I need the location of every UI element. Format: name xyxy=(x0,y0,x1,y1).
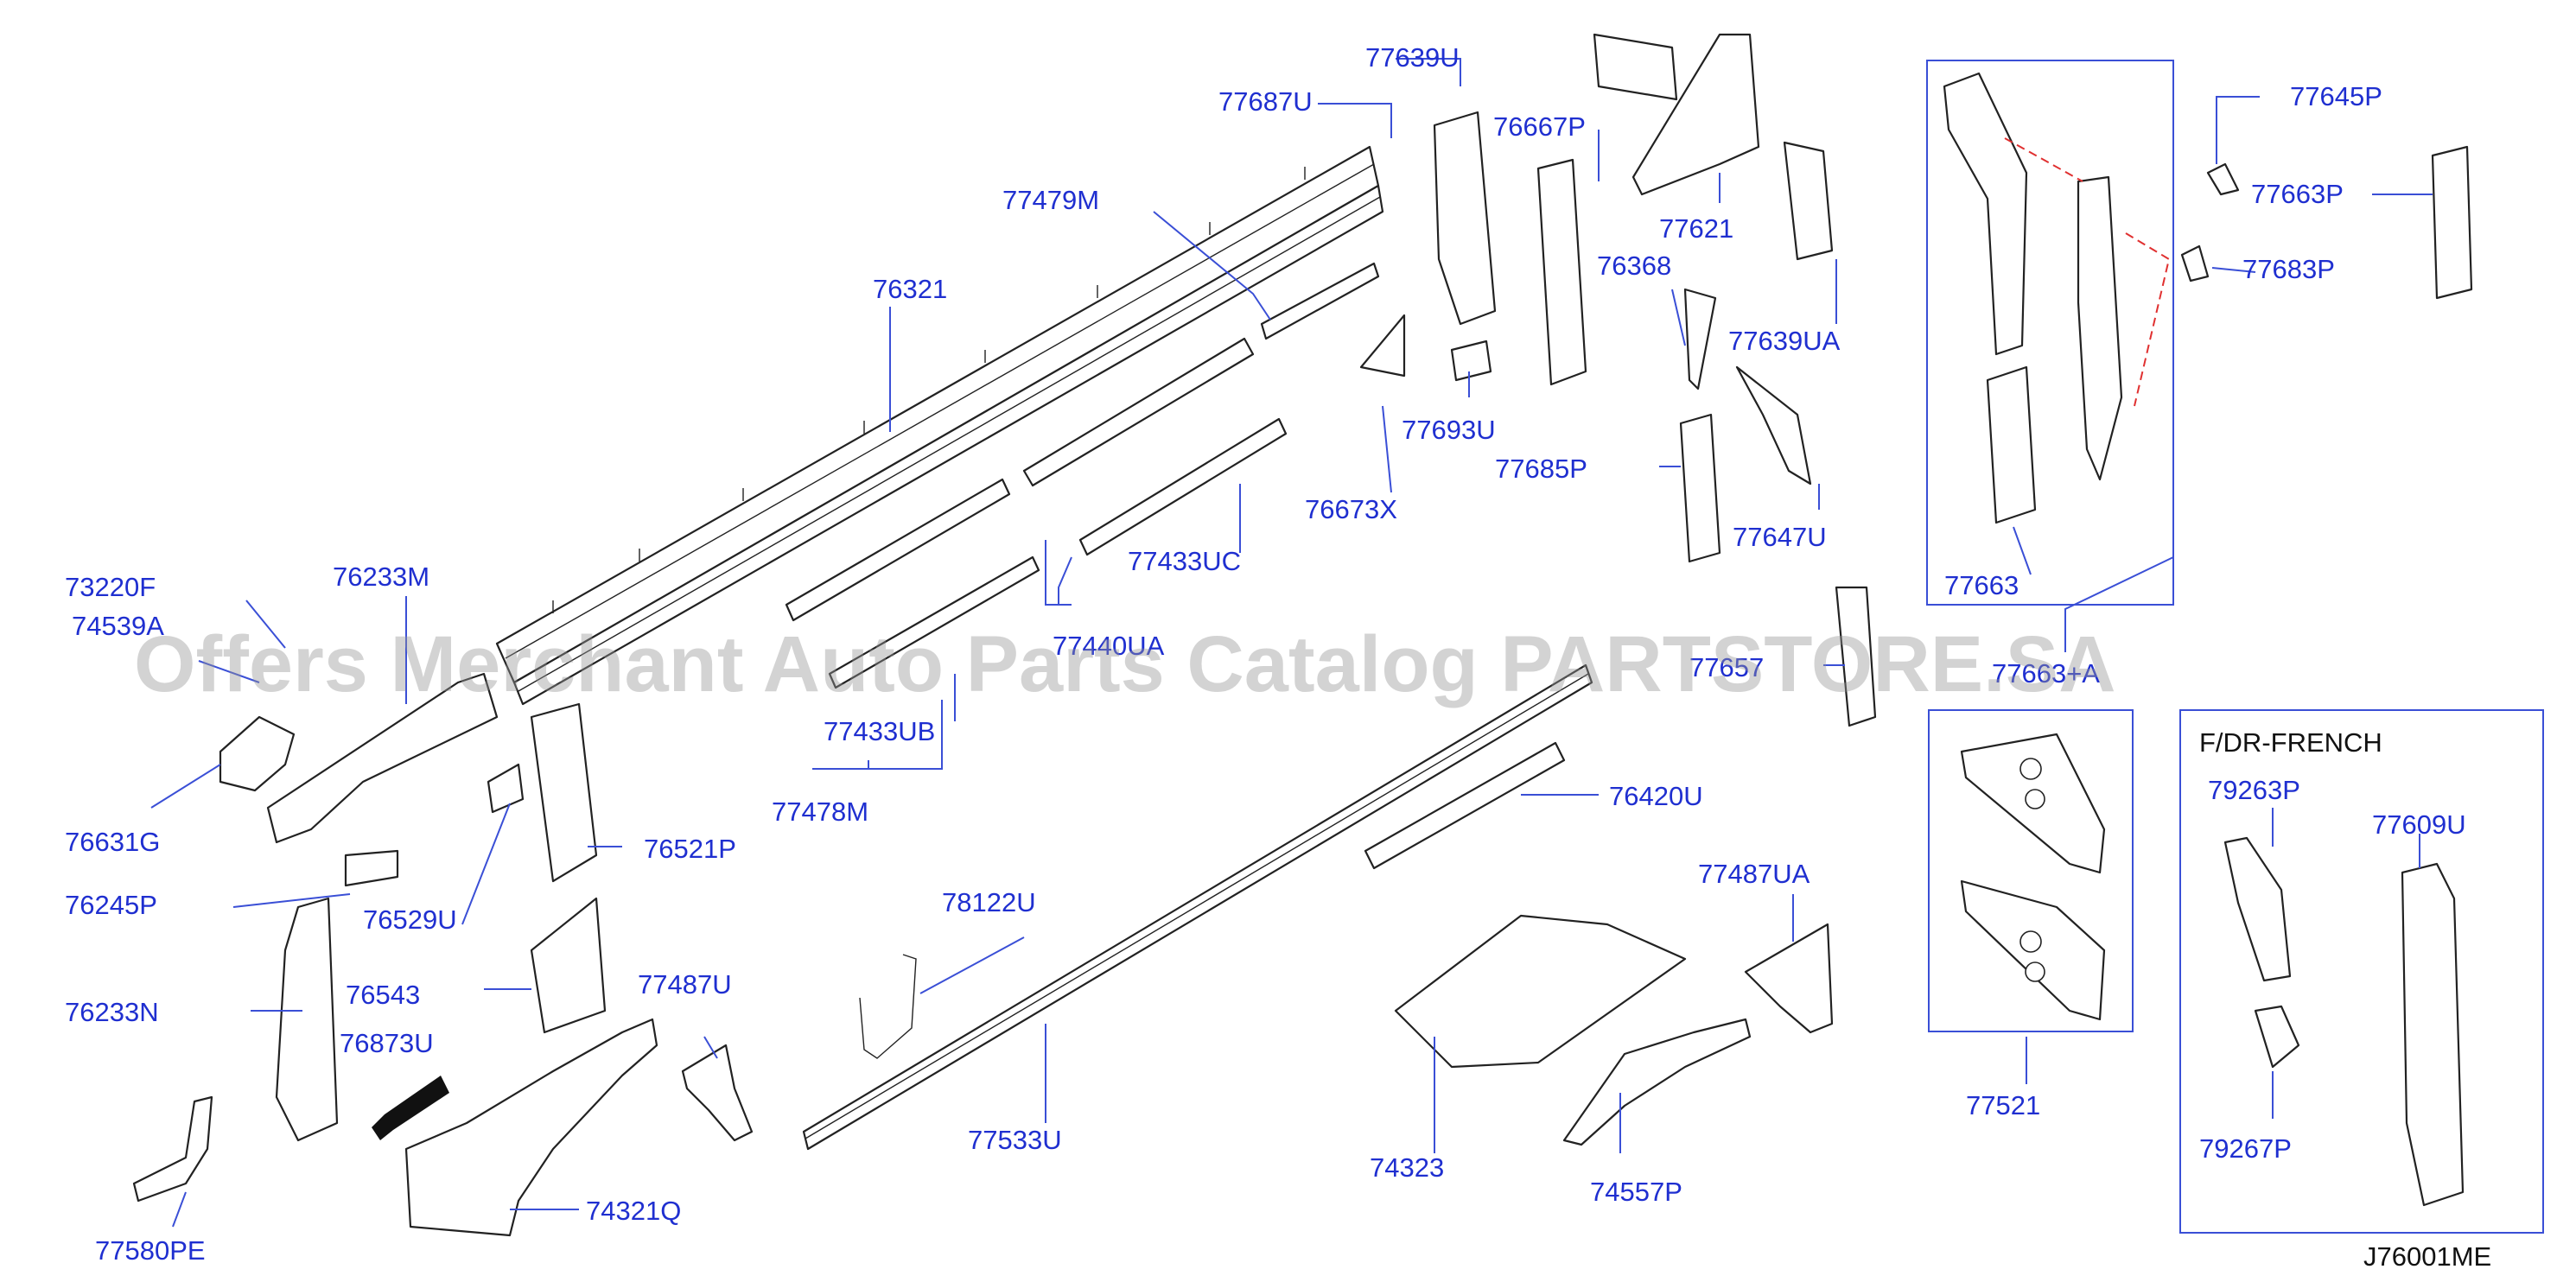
french-door-bracket-part xyxy=(2254,1005,2300,1069)
watermark: Offers Merchant Auto Parts Catalog PARTS… xyxy=(134,620,2116,708)
floor-member-part xyxy=(1562,1018,1752,1146)
rear-pillar-inner-part xyxy=(1943,72,2028,356)
label-76873U: 76873U xyxy=(340,1028,434,1058)
label-76667P: 76667P xyxy=(1493,111,1586,142)
label-77683P: 77683P xyxy=(2242,254,2335,284)
label-77657: 77657 xyxy=(1689,652,1764,682)
group-box-77663 xyxy=(1926,60,2174,606)
pillar-patch-part xyxy=(487,763,525,814)
label-77533U: 77533U xyxy=(968,1125,1062,1155)
pillar-plate-part xyxy=(1683,288,1717,390)
label-77440UA: 77440UA xyxy=(1053,631,1165,661)
label-74321Q: 74321Q xyxy=(586,1196,681,1226)
small-bracket-part xyxy=(344,849,399,887)
clip-part-77683P xyxy=(2180,244,2210,282)
label-76420U: 76420U xyxy=(1609,781,1703,811)
label-77433UB: 77433UB xyxy=(824,716,935,746)
clip-part-77645P xyxy=(2206,162,2240,196)
group-box-77521 xyxy=(1928,709,2134,1032)
label-77687U: 77687U xyxy=(1218,86,1313,117)
label-76673X: 76673X xyxy=(1305,494,1397,524)
inset-title: F/DR-FRENCH xyxy=(2199,727,2382,758)
sill-inner-part xyxy=(1364,741,1566,870)
label-77433UC: 77433UC xyxy=(1128,546,1241,576)
c-pillar-strip-part xyxy=(1679,413,1721,563)
label-78122U: 78122U xyxy=(942,887,1036,917)
end-bracket-part xyxy=(2431,145,2473,300)
upper-bracket-part xyxy=(1593,33,1678,101)
label-77645P: 77645P xyxy=(2290,81,2382,111)
angled-bracket-part xyxy=(1735,365,1812,486)
rear-pillar-reinforcement-part xyxy=(1986,365,2037,524)
rear-pillar-outer-part xyxy=(2077,175,2123,481)
label-77647U: 77647U xyxy=(1733,522,1827,552)
label-77487UA: 77487UA xyxy=(1698,859,1810,889)
label-76321: 76321 xyxy=(873,274,947,304)
center-pillar-inner-part xyxy=(1433,111,1497,326)
label-76368: 76368 xyxy=(1597,251,1671,281)
label-77621: 77621 xyxy=(1659,213,1733,244)
label-76245P: 76245P xyxy=(65,890,157,920)
label-73220F: 73220F xyxy=(65,572,156,602)
label-77639U: 77639U xyxy=(1365,42,1460,73)
label-77487U: 77487U xyxy=(638,969,732,1000)
roof-rail-reinforcement-part xyxy=(1260,262,1380,340)
label-77478M: 77478M xyxy=(772,796,868,827)
label-79267P: 79267P xyxy=(2199,1133,2292,1164)
label-74323: 74323 xyxy=(1370,1152,1444,1183)
label-76543: 76543 xyxy=(346,980,420,1010)
label-74557P: 74557P xyxy=(1590,1177,1682,1207)
label-76521P: 76521P xyxy=(644,834,736,864)
inset-box-french xyxy=(2179,709,2544,1234)
fit-link xyxy=(2004,137,2171,407)
sill-outer-part xyxy=(802,663,1593,1151)
label-77663P: 77663P xyxy=(2251,179,2344,209)
cowl-bracket-part xyxy=(219,715,296,792)
label-77685P: 77685P xyxy=(1495,454,1587,484)
label-74539A: 74539A xyxy=(72,611,164,641)
french-door-pillar-part xyxy=(2401,862,2465,1207)
side-bracket-part xyxy=(1783,141,1834,261)
label-77663A: 77663+A xyxy=(1992,658,2100,689)
label-76233N: 76233N xyxy=(65,997,159,1027)
label-76529U: 76529U xyxy=(363,904,457,935)
center-pillar-lower-part xyxy=(530,897,607,1034)
mount-bracket-part xyxy=(859,954,917,1059)
d-pillar-part xyxy=(1835,586,1877,727)
diagram-code: J76001ME xyxy=(2363,1241,2491,1272)
lower-bracket-part xyxy=(132,1095,213,1203)
label-76631G: 76631G xyxy=(65,827,160,857)
label-77663: 77663 xyxy=(1944,570,2019,600)
reinforcement-strip-b xyxy=(1078,417,1288,556)
label-77639UA: 77639UA xyxy=(1728,326,1841,356)
leader-lines xyxy=(150,58,2433,1228)
front-pillar-lower-part xyxy=(275,897,339,1142)
label-79263P: 79263P xyxy=(2208,775,2300,805)
part-labels: 77639U 77687U 76667P 77621 77479M 76321 … xyxy=(65,42,2491,1272)
label-76233M: 76233M xyxy=(333,562,429,592)
quarter-reinforcement-part xyxy=(1631,33,1760,196)
reinforcement-strip-a xyxy=(1022,337,1255,487)
label-77521: 77521 xyxy=(1966,1090,2040,1120)
label-77580PE: 77580PE xyxy=(95,1235,206,1266)
wheelhouse-outer-part xyxy=(404,1018,658,1237)
french-door-reinforcement-part xyxy=(2223,836,2292,982)
floor-pan-part xyxy=(1394,914,1687,1069)
front-pillar-upper-part xyxy=(266,672,499,844)
direction-arrow xyxy=(372,1076,449,1140)
roof-side-rail-part xyxy=(495,145,1384,706)
center-pillar-outer-part xyxy=(530,702,598,883)
label-77693U: 77693U xyxy=(1402,415,1496,445)
gusset-part xyxy=(681,1044,754,1142)
reinforcement-strip-d xyxy=(828,555,1040,689)
reinforcement-strip-c xyxy=(785,478,1011,622)
label-77479M: 77479M xyxy=(1002,185,1099,215)
small-plate-part xyxy=(1359,314,1406,378)
rear-gusset-part xyxy=(1744,923,1834,1034)
label-77609U: 77609U xyxy=(2372,809,2466,840)
pillar-bracket-part xyxy=(1450,340,1492,382)
pillar-stiffener-part xyxy=(1536,158,1587,386)
